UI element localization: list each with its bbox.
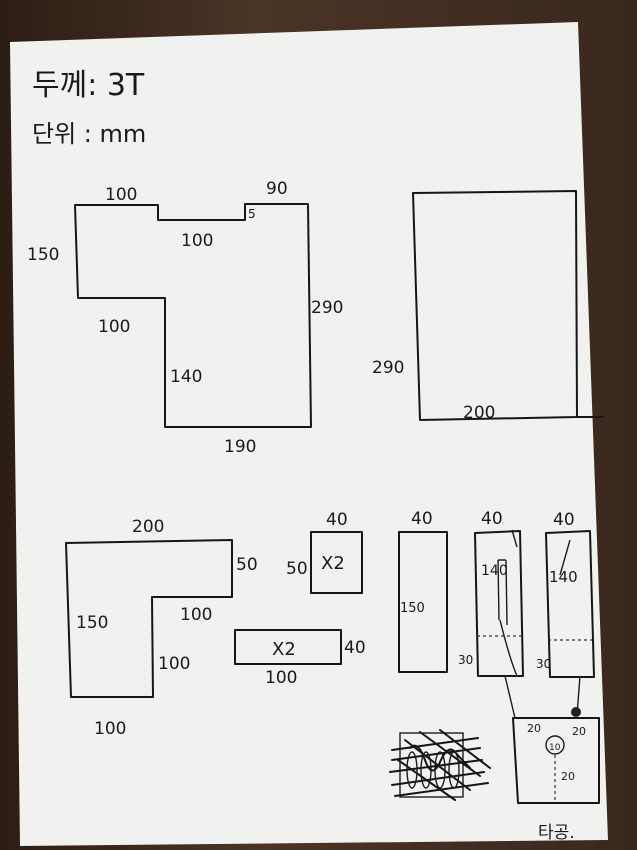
part8-stroke: [559, 539, 571, 576]
part7-curve: [499, 619, 518, 677]
part8-height: 140: [549, 568, 578, 586]
part5-width: 100: [265, 668, 297, 688]
part1-notch-depth: 5: [248, 207, 256, 221]
part7-lower: 30: [458, 653, 473, 667]
part8-lower: 30: [536, 657, 551, 671]
part1-outline: [74, 203, 312, 428]
part5-height: 40: [344, 638, 366, 658]
part1-notch-width: 100: [181, 231, 213, 251]
part7-height: 140: [481, 563, 508, 579]
part3-outline: [65, 539, 233, 698]
part1-right-height: 290: [311, 298, 343, 318]
part1-lower-left-height: 140: [170, 367, 202, 387]
part6-outline: [398, 531, 448, 673]
part5-qty: X2: [272, 639, 296, 660]
detail-hole: 10: [549, 743, 561, 753]
part4-outline: [310, 531, 363, 594]
detail-mark-icon: [571, 707, 581, 717]
detail-note: 타공.: [538, 823, 575, 843]
part3-top-width: 200: [132, 517, 164, 537]
part3-inner-height: 100: [158, 654, 190, 674]
part7-slot: [497, 559, 508, 626]
part7-width: 40: [481, 509, 503, 529]
part3-left-height: 150: [76, 613, 108, 633]
part7-scribble: [511, 529, 518, 548]
part3-bottom-width: 100: [94, 719, 126, 739]
part2-width: 200: [463, 403, 495, 423]
part1-step-width: 100: [98, 317, 130, 337]
part1-left-height: 150: [27, 245, 59, 265]
part7-outline: [474, 530, 524, 677]
detail-outline: [512, 717, 600, 804]
detail-right: 20: [572, 725, 586, 738]
part2-height: 290: [372, 358, 404, 378]
part6-width: 40: [411, 509, 433, 529]
part6-height: 150: [400, 601, 425, 616]
part1-top-left: 100: [105, 185, 137, 205]
paper: [10, 22, 608, 846]
detail-bottom: 20: [561, 770, 575, 783]
detail-hole-icon: [545, 735, 565, 755]
part8-outline: [545, 530, 595, 678]
part1-bottom-width: 190: [224, 437, 256, 457]
part5-outline: [234, 629, 342, 665]
part1-top-right: 90: [266, 179, 288, 199]
unit-label: 단위 : mm: [32, 120, 146, 148]
part4-width: 40: [326, 510, 348, 530]
part4-qty: X2: [321, 553, 345, 574]
part3-inner-width: 100: [180, 605, 212, 625]
detail-left: 20: [527, 722, 541, 735]
part2-outline: [412, 190, 604, 421]
part3-right-height: 50: [236, 555, 258, 575]
part8-width: 40: [553, 510, 575, 530]
thickness-label: 두께: 3T: [32, 68, 145, 103]
part4-height: 50: [286, 559, 308, 579]
scribbled-drawing: [389, 729, 491, 801]
